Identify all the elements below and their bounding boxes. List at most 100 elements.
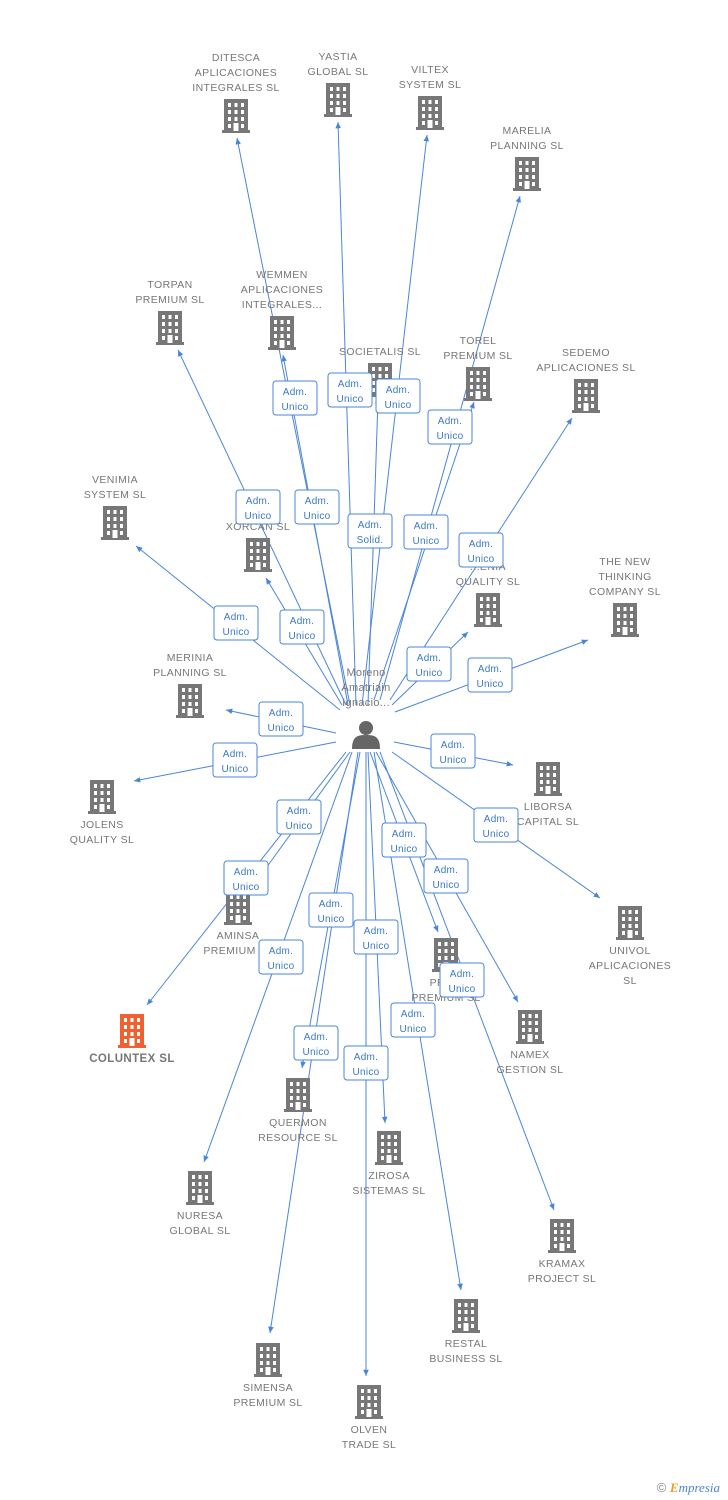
company-name-line: SIMENSA xyxy=(243,1382,293,1394)
company-name-line: COLUNTEX SL xyxy=(89,1053,175,1065)
relation-label-text: Unico xyxy=(415,668,442,679)
building-icon xyxy=(572,379,600,413)
building-icon xyxy=(548,1219,576,1253)
relation-label-text: Solid. xyxy=(357,535,384,546)
relation-label-text: Adm. xyxy=(269,946,294,957)
building-icon xyxy=(355,1385,383,1419)
relation-label-text: Unico xyxy=(288,631,315,642)
building-icon xyxy=(611,603,639,637)
relation-label-text: Adm. xyxy=(414,521,439,532)
relation-label-box xyxy=(272,380,318,416)
building-icon xyxy=(464,367,492,401)
relation-label-box xyxy=(213,605,259,641)
footer: © Empresia xyxy=(657,1480,720,1496)
building-icon xyxy=(474,593,502,627)
building-icon xyxy=(156,311,184,345)
relation-label-text: Unico xyxy=(267,723,294,734)
person-name-line: Moreno xyxy=(346,667,385,679)
building-icon xyxy=(254,1343,282,1377)
relation-label-text: Unico xyxy=(412,536,439,547)
relation-label: Adm.Unico xyxy=(458,532,504,568)
building-icon xyxy=(516,1010,544,1044)
relation-label: Adm.Unico xyxy=(473,807,519,843)
company-name-line: SOCIETALIS SL xyxy=(339,346,421,358)
relation-label-text: Unico xyxy=(232,882,259,893)
relation-label: Adm. Unico xyxy=(213,605,259,641)
company-name-line: AMINSA xyxy=(217,930,260,942)
edge-yastia-global-sl xyxy=(335,121,357,706)
company-node-xorcan-sl[interactable]: XORCAN SL xyxy=(226,521,290,572)
relation-label-text: Unico xyxy=(384,400,411,411)
building-icon xyxy=(513,157,541,191)
relation-label: Adm.Unico xyxy=(353,919,399,955)
person-name-line: Amatriain xyxy=(341,682,390,694)
relation-label-text: Adm. xyxy=(283,387,308,398)
company-name-line: GLOBAL SL xyxy=(170,1225,231,1237)
relation-label: Adm.Unico xyxy=(375,378,421,414)
company-name-line: NURESA xyxy=(177,1210,223,1222)
relation-label-box xyxy=(258,939,304,975)
relation-label-box xyxy=(381,822,427,858)
relation-label-text: Unico xyxy=(222,627,249,638)
relation-label-text: Unico xyxy=(432,880,459,891)
relation-label-text: Adm. xyxy=(224,612,249,623)
company-name-line: NAMEX xyxy=(510,1049,549,1061)
relation-label: Adm.Unico xyxy=(439,962,485,998)
building-icon xyxy=(222,99,250,133)
relation-label: Adm.Unico xyxy=(423,858,469,894)
company-node-enia-quality-sl[interactable]: ...ENIAQUALITY SL xyxy=(456,561,521,627)
relation-label: Adm.Unico xyxy=(235,489,281,525)
relation-label-text: Unico xyxy=(399,1024,426,1035)
center-person-node[interactable]: MorenoAmatriainIgnacio... xyxy=(341,667,390,749)
relation-label-text: Unico xyxy=(317,914,344,925)
relation-label-text: Adm. xyxy=(305,496,330,507)
relation-label: Adm.Unico xyxy=(406,646,452,682)
company-node-wemmen-aplicaciones-integrales[interactable]: WEMMENAPLICACIONESINTEGRALES... xyxy=(241,269,323,350)
relation-label-text: Adm. xyxy=(469,539,494,550)
relation-label-text: Unico xyxy=(303,511,330,522)
company-node-nuresa-global-sl[interactable]: NURESA GLOBAL SL xyxy=(170,1171,231,1237)
relation-label-box xyxy=(308,892,354,928)
company-name-line: LIBORSA xyxy=(524,801,572,813)
relation-label: Adm.Unico xyxy=(381,822,427,858)
building-icon xyxy=(534,762,562,796)
relation-label: Adm.Unico xyxy=(212,742,258,778)
company-node-coluntex-sl[interactable]: COLUNTEX SL xyxy=(89,1014,175,1065)
company-name-line: RESTAL xyxy=(445,1338,487,1350)
relation-label-text: Adm. xyxy=(319,899,344,910)
relation-label-text: Unico xyxy=(352,1067,379,1078)
relation-label: Adm.Unico xyxy=(276,799,322,835)
relation-label: Adm.Unico xyxy=(427,409,473,445)
company-name-line: SL xyxy=(623,975,637,987)
relation-label-text: Adm. xyxy=(484,814,509,825)
relation-label-text: Unico xyxy=(476,679,503,690)
relation-label: Adm.Unico xyxy=(327,372,373,408)
company-node-societalis-sl[interactable]: SOCIETALIS SL xyxy=(339,346,421,397)
company-name-line: PROJECT SL xyxy=(528,1273,597,1285)
relation-label-text: Unico xyxy=(302,1047,329,1058)
relation-label-box xyxy=(390,1002,436,1038)
relation-label-box xyxy=(439,962,485,998)
building-icon xyxy=(416,96,444,130)
